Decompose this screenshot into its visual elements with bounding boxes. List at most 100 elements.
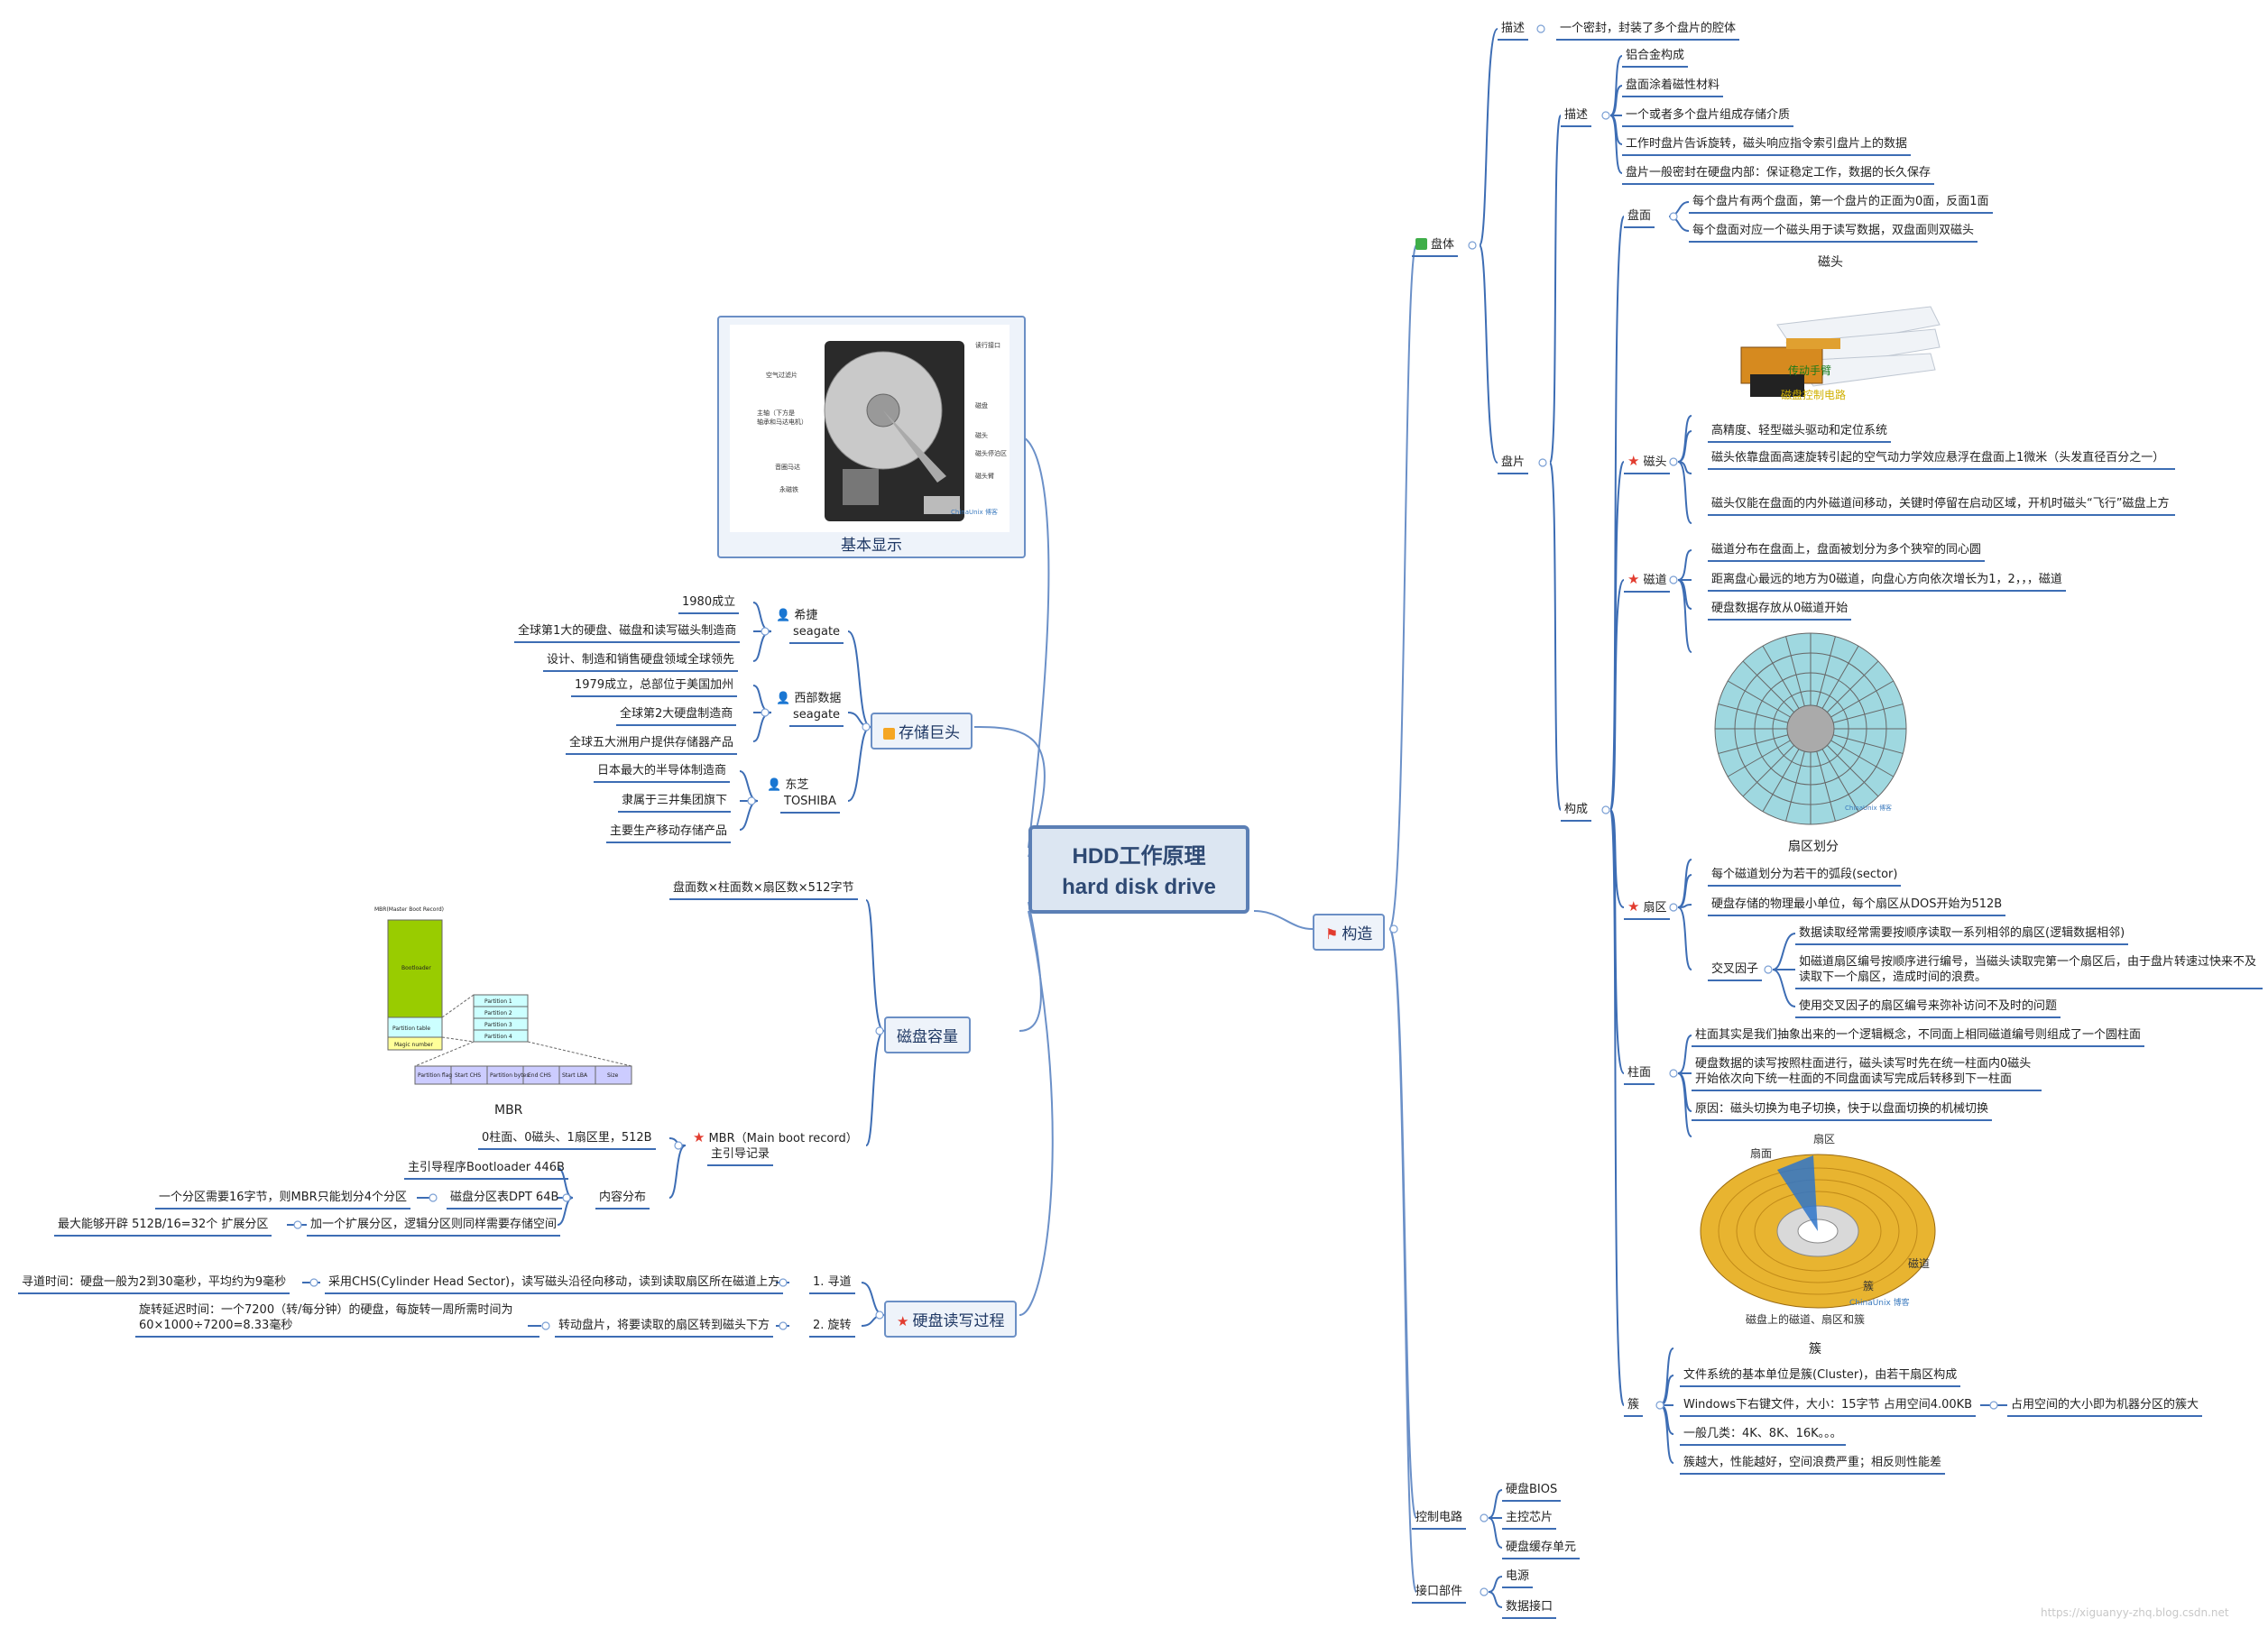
composition-topic[interactable]: 构成 <box>1561 801 1592 822</box>
head-topic[interactable]: ★磁头 <box>1624 453 1671 474</box>
toshiba-item[interactable]: 隶属于三井集团旗下 <box>618 792 732 813</box>
toshiba-sub[interactable]: TOSHIBA <box>780 793 840 814</box>
user-icon: 👤 <box>767 778 782 792</box>
head-item[interactable]: 高精度、轻型磁头驱动和定位系统 <box>1708 422 1892 443</box>
cylinder-item[interactable]: 柱面其实是我们抽象出来的一个逻辑概念，不同面上相同磁道编号则组成了一个圆柱面 <box>1692 1026 2145 1047</box>
item-text: 数据读取经常需要按顺序读取一系列相邻的扇区(逻辑数据相邻) <box>1799 926 2125 940</box>
wd-item[interactable]: 全球五大洲用户提供存储器产品 <box>566 734 738 755</box>
item-text: 加一个扩展分区，逻辑分区则同样需要存储空间 <box>310 1218 558 1231</box>
cluster-item[interactable]: 文件系统的基本单位是簇(Cluster)，由若干扇区构成 <box>1680 1366 1961 1387</box>
interface-topic[interactable]: 接口部件 <box>1412 1583 1467 1604</box>
item-text: 一般几类：4K、8K、16K。。。 <box>1683 1427 1842 1440</box>
mbr-topic[interactable]: ★MBR（Main boot record） <box>693 1130 858 1146</box>
track-item[interactable]: 磁道分布在盘面上，盘面被划分为多个狭窄的同心圆 <box>1708 541 1986 562</box>
cylinder-item[interactable]: 硬盘数据的读写按照柱面进行，磁头读写时先在统一柱面内0磁头开始依次向下统一柱面的… <box>1692 1055 2042 1091</box>
user-icon: 👤 <box>776 609 791 622</box>
basic-display-topic[interactable]: 空气过滤片 主轴（下方是 轴承和马达电机） 音圈马达 永磁铁 读行接口 磁盘 磁… <box>717 316 1026 558</box>
platter-desc-item[interactable]: 铝合金构成 <box>1622 47 1689 68</box>
item-text: 隶属于三井集团旗下 <box>622 794 728 807</box>
head-item[interactable]: 磁头依靠盘面高速旋转引起的空气动力学效应悬浮在盘面上1微米（头发直径百分之一） <box>1708 449 2175 470</box>
rotate-desc[interactable]: 转动盘片，将要读取的扇区转到磁头下方 <box>555 1317 774 1338</box>
platter-desc-item[interactable]: 盘面涂着磁性材料 <box>1622 77 1724 97</box>
sector-spoke <box>1785 636 1805 707</box>
item-text: 铝合金构成 <box>1626 49 1685 62</box>
mbr-ext-note[interactable]: 最大能够开辟 512B/16=32个 扩展分区 <box>54 1216 272 1237</box>
cylinder-item[interactable]: 原因：磁头切换为电子切换，快于以盘面切换的机械切换 <box>1692 1100 1993 1121</box>
control-item[interactable]: 硬盘BIOS <box>1502 1481 1562 1502</box>
platter-topic[interactable]: 盘片 <box>1498 454 1529 474</box>
wd-sub[interactable]: seagate <box>789 706 844 727</box>
wd-topic[interactable]: 👤 西部数据 <box>776 691 841 706</box>
track-item[interactable]: 距离盘心最远的地方为0磁道，向盘心方向依次增长为1，2，，，磁道 <box>1708 571 2066 592</box>
sector-spoke <box>1742 745 1794 797</box>
seek-desc[interactable]: 采用CHS(Cylinder Head Sector)，读写磁头沿径向移动，读到… <box>325 1274 784 1294</box>
surface-topic[interactable]: 盘面 <box>1624 207 1655 228</box>
cylinder-topic[interactable]: 柱面 <box>1624 1064 1655 1085</box>
item-text: 一个或者多个盘片组成存储介质 <box>1626 108 1791 122</box>
item-text: 内容分布 <box>599 1191 647 1204</box>
body-desc-topic[interactable]: 描述 <box>1498 20 1529 41</box>
rw-process-topic[interactable]: ★硬盘读写过程 <box>884 1301 1018 1338</box>
surface-item[interactable]: 每个盘片有两个盘面，第一个盘片的正面为0面，反面1面 <box>1689 193 1993 214</box>
platter-desc-item[interactable]: 工作时盘片告诉旋转，磁头响应指令索引盘片上的数据 <box>1622 135 1912 156</box>
toshiba-item[interactable]: 日本最大的半导体制造商 <box>594 762 731 783</box>
seagate-topic[interactable]: 👤 希捷 <box>776 608 817 623</box>
interleave-item[interactable]: 数据读取经常需要按顺序读取一系列相邻的扇区(逻辑数据相邻) <box>1795 924 2129 945</box>
seek-note[interactable]: 寻道时间：硬盘一般为2到30毫秒，平均约为9毫秒 <box>18 1274 290 1294</box>
mbr-dpt-note[interactable]: 一个分区需要16字节，则MBR只能划分4个分区 <box>155 1189 410 1210</box>
sector-item[interactable]: 硬盘存储的物理最小单位，每个扇区从DOS开始为512B <box>1708 896 2006 916</box>
platter-desc-topic[interactable]: 描述 <box>1561 106 1592 127</box>
seagate-item[interactable]: 全球第1大的硬盘、磁盘和读写磁头制造商 <box>514 622 741 643</box>
interleave-item[interactable]: 如磁道扇区编号按顺序进行编号，当磁头读取完第一个扇区后，由于盘片转速过快来不及读… <box>1795 953 2263 989</box>
central-topic[interactable]: HDD工作原理 hard disk drive <box>1028 825 1249 914</box>
body-desc-text[interactable]: 一个密封，封装了多个盘片的腔体 <box>1556 20 1740 41</box>
platter-desc-item[interactable]: 一个或者多个盘片组成存储介质 <box>1622 106 1794 127</box>
track-topic[interactable]: ★磁道 <box>1624 571 1671 593</box>
wd-item[interactable]: 全球第2大硬盘制造商 <box>616 705 737 726</box>
capacity-formula[interactable]: 盘面数×柱面数×扇区数×512字节 <box>669 879 858 900</box>
track-item[interactable]: 硬盘数据存放从0磁道开始 <box>1708 600 1852 621</box>
photo-label: 空气过滤片 <box>766 371 797 379</box>
interface-item[interactable]: 电源 <box>1502 1568 1534 1588</box>
item-text: 硬盘存储的物理最小单位，每个扇区从DOS开始为512B <box>1711 897 2003 911</box>
sector-item[interactable]: 每个磁道划分为若干的弧段(sector) <box>1708 866 1902 887</box>
seagate-item[interactable]: 1980成立 <box>678 593 740 614</box>
cluster-item[interactable]: 一般几类：4K、8K、16K。。。 <box>1680 1425 1846 1446</box>
surface-item[interactable]: 每个盘面对应一个磁头用于读写数据，双盘面则双磁头 <box>1689 222 1978 243</box>
interleave-item[interactable]: 使用交叉因子的扇区编号来弥补访问不及时的问题 <box>1795 998 2061 1018</box>
item-text: 主要生产移动存储产品 <box>610 824 728 838</box>
mbr-dpt[interactable]: 磁盘分区表DPT 64B <box>447 1189 563 1210</box>
cluster-item[interactable]: 簇越大，性能越好，空间浪费严重；相反则性能差 <box>1680 1454 1946 1475</box>
seagate-item[interactable]: 设计、制造和销售硬盘领域全球领先 <box>543 651 739 672</box>
cluster-item[interactable]: Windows下右键文件，大小：15字节 占用空间4.00KB <box>1680 1396 1977 1417</box>
disk-capacity-topic[interactable]: 磁盘容量 <box>884 1016 971 1053</box>
toshiba-topic[interactable]: 👤 东芝 <box>767 777 808 793</box>
cluster-note[interactable]: 占用空间的大小即为机器分区的簇大 <box>2007 1396 2203 1417</box>
storage-giants-topic[interactable]: 存储巨头 <box>871 713 973 750</box>
mbr-ext[interactable]: 加一个扩展分区，逻辑分区则同样需要存储空间 <box>307 1216 561 1237</box>
sector-topic[interactable]: ★扇区 <box>1624 898 1671 920</box>
toshiba-item[interactable]: 主要生产移动存储产品 <box>606 823 732 843</box>
cluster-topic[interactable]: 簇 <box>1624 1396 1644 1417</box>
interleave-topic[interactable]: 交叉因子 <box>1708 961 1763 981</box>
platter-desc-item[interactable]: 盘片一般密封在硬盘内部：保证稳定工作，数据的长久保存 <box>1622 164 1935 185</box>
control-item[interactable]: 硬盘缓存单元 <box>1502 1539 1581 1559</box>
seagate-sub[interactable]: seagate <box>789 623 844 644</box>
disk-body-topic[interactable]: 盘体 <box>1412 236 1459 257</box>
item-text: 全球五大洲用户提供存储器产品 <box>569 736 734 750</box>
mbr-fig-title: MBR(Master Boot Record) <box>374 906 444 913</box>
structure-topic[interactable]: ⚑构造 <box>1313 914 1386 951</box>
mbr-location[interactable]: 0柱面、0磁头、1扇区里，512B <box>478 1129 656 1150</box>
mbr-bootloader[interactable]: 主引导程序Bootloader 446B <box>404 1159 568 1180</box>
head-item[interactable]: 磁头仅能在盘面的内外磁道间移动，关键时停留在启动区域，开机时磁头“飞行”磁盘上方 <box>1708 495 2175 516</box>
control-item[interactable]: 主控芯片 <box>1502 1509 1557 1530</box>
interface-item[interactable]: 数据接口 <box>1502 1598 1557 1619</box>
rotate-note[interactable]: 旋转延迟时间：一个7200（转/每分钟）的硬盘，每旋转一周所需时间为60×100… <box>135 1301 539 1338</box>
mbr-content-topic[interactable]: 内容分布 <box>595 1189 650 1210</box>
mbr-sub[interactable]: 主引导记录 <box>707 1145 774 1166</box>
seek-topic[interactable]: 1. 寻道 <box>809 1274 855 1294</box>
sector-spoke <box>1821 749 1859 813</box>
rotate-topic[interactable]: 2. 旋转 <box>809 1317 855 1338</box>
control-circuit-topic[interactable]: 控制电路 <box>1412 1509 1467 1530</box>
wd-item[interactable]: 1979成立，总部位于美国加州 <box>571 676 738 697</box>
